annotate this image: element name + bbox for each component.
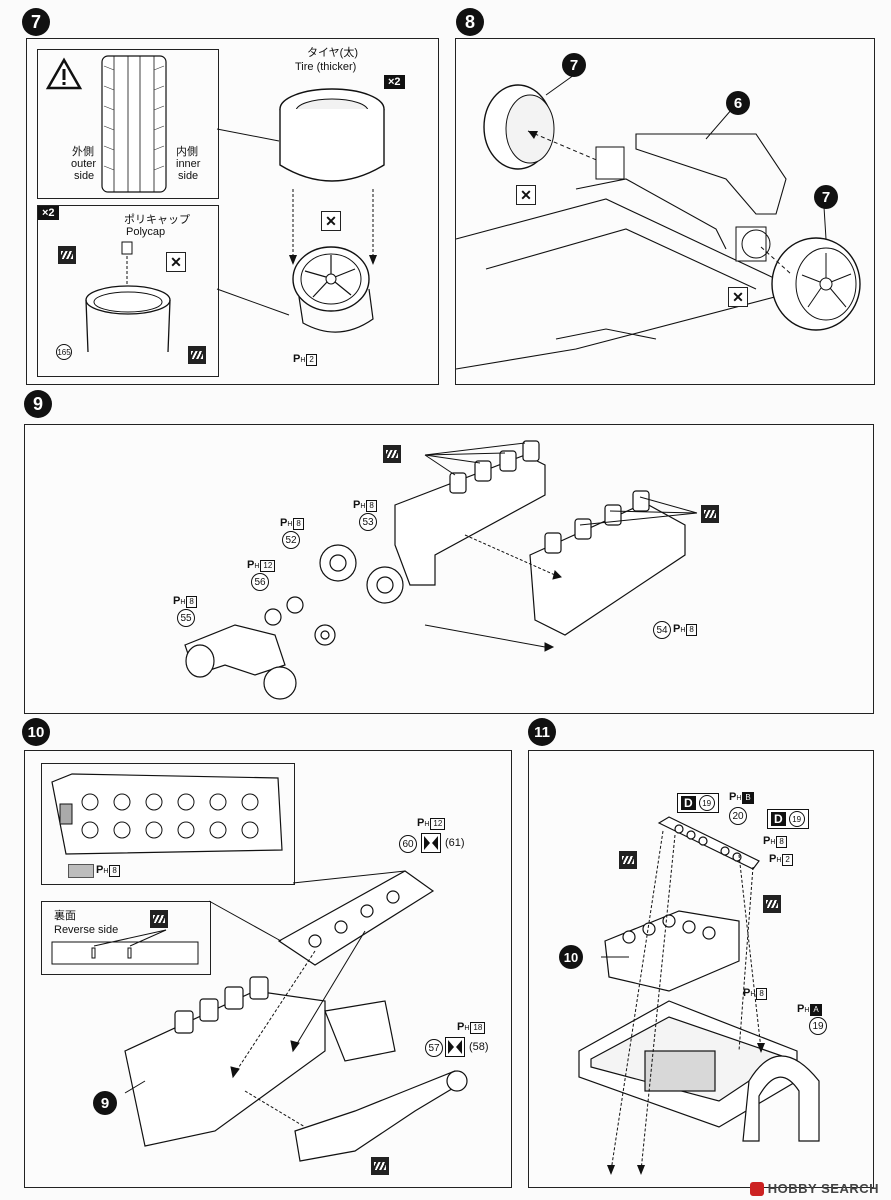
step-9-number: 9 — [24, 390, 52, 418]
cement-glue-icon — [371, 1157, 389, 1175]
callout-step-9: 9 — [93, 1091, 117, 1115]
part-56-label: 56 — [251, 573, 269, 591]
tire-orientation-box: 外側 outer side 内側 inner side — [37, 49, 219, 199]
outer-side-label-en2: side — [74, 170, 95, 182]
no-glue-icon: ✕ — [728, 287, 748, 307]
inner-side-label-en: inner — [176, 158, 201, 170]
inner-side-label-en2: side — [178, 170, 199, 182]
step-7-number: 7 — [22, 8, 50, 36]
callout-part-7: 7 — [562, 53, 586, 77]
cement-glue-icon — [188, 346, 206, 364]
hobby-search-logo-icon — [749, 1181, 764, 1196]
step-11-number: 11 — [528, 718, 556, 746]
chassis-drawing — [455, 74, 861, 370]
step-10-number: 10 — [22, 718, 50, 746]
cement-glue-icon — [619, 851, 637, 869]
cement-glue-icon — [701, 505, 719, 523]
callout-part-7: 7 — [814, 185, 838, 209]
watermark-footer: HOBBY SEARCH — [749, 1181, 879, 1196]
outer-side-label-en: outer — [71, 158, 97, 170]
reverse-side-drawing — [51, 929, 199, 965]
polycap-box: ×2 ポリキャップ Polycap ✕ 165 — [37, 205, 219, 377]
no-glue-icon: ✕ — [321, 211, 341, 231]
step-8-panel: 7 6 7 ✕ ✕ — [455, 38, 875, 385]
engine-bay-drawing — [578, 816, 820, 1175]
part-54-label: 54 — [653, 621, 671, 639]
cement-glue-icon — [150, 910, 168, 928]
tire-label-ja: タイヤ(太) — [307, 47, 358, 59]
quantity-x2-badge: ×2 — [384, 75, 405, 89]
part-19-label: 19 — [809, 1017, 827, 1035]
part-60-label: 60 — [399, 835, 417, 853]
part-55-label: 55 — [177, 609, 195, 627]
part-58-label: (58) — [469, 1041, 489, 1053]
tire-label-en: Tire (thicker) — [295, 61, 357, 73]
part-57-label: 57 — [425, 1039, 443, 1057]
polycap-label-ja: ポリキャップ — [124, 214, 190, 226]
no-glue-icon: ✕ — [516, 185, 536, 205]
cylinder-head-top-drawing — [51, 773, 283, 855]
reverse-side-box: 裏面 Reverse side — [41, 901, 211, 975]
wheel-rim-drawing — [292, 246, 374, 333]
polycap-label-en: Polycap — [126, 226, 166, 238]
reverse-side-label-en: Reverse side — [54, 924, 119, 936]
cement-glue-icon — [58, 246, 76, 264]
cement-glue-icon — [383, 445, 401, 463]
part-53-label: 53 — [359, 513, 377, 531]
part-61-label: (61) — [445, 837, 465, 849]
leader-lines — [216, 128, 290, 316]
engine-assembly-drawing — [124, 870, 468, 1162]
alternative-part-icon — [445, 1037, 465, 1057]
outer-side-label-ja: 外側 — [72, 146, 94, 158]
quantity-x2-badge: ×2 — [38, 206, 59, 220]
alternative-part-icon — [421, 833, 441, 853]
part-20-label: 20 — [729, 807, 747, 825]
callout-part-6: 6 — [726, 91, 750, 115]
no-glue-icon: ✕ — [166, 252, 186, 272]
tire-to-wheel-arrows — [289, 189, 377, 265]
watermark-text: HOBBY SEARCH — [767, 1181, 879, 1196]
tire-tread-drawing — [101, 55, 167, 193]
callout-step-10: 10 — [559, 945, 583, 969]
wheel-hub-drawing — [85, 241, 171, 353]
cement-glue-icon — [763, 895, 781, 913]
engine-block-drawing — [184, 440, 698, 700]
part-165-label: 165 — [56, 344, 72, 360]
reverse-side-label-ja: 裏面 — [54, 910, 76, 922]
color-swatch — [68, 864, 94, 878]
inner-side-label-ja: 内側 — [176, 146, 198, 158]
step-8-number: 8 — [456, 8, 484, 36]
part-52-label: 52 — [282, 531, 300, 549]
thick-tire-drawing — [279, 88, 385, 182]
warning-triangle-icon — [45, 57, 83, 90]
step-7-panel: 外側 outer side 内側 inner side ×2 ポリキャップ Po… — [26, 38, 439, 385]
